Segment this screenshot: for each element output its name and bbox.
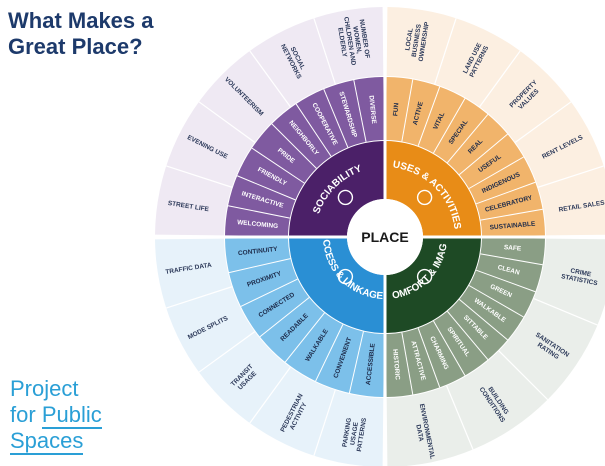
- attribute-label: ACCESSIBLE: [365, 342, 377, 385]
- attribute-divider: [284, 312, 325, 363]
- attribute-divider: [271, 123, 317, 169]
- key-band-comfort: [385, 237, 481, 333]
- key-icon-uses: [416, 189, 433, 206]
- attribute-label: SAFE: [504, 244, 523, 253]
- attribute-divider: [458, 133, 508, 176]
- attribute-label: FUN: [392, 102, 400, 116]
- page-title: What Makes a Great Place?: [8, 8, 208, 60]
- attribute-label: SUSTAINABLE: [489, 221, 536, 232]
- measurement-divider: [537, 165, 604, 188]
- key-icon-sociability: [337, 189, 354, 206]
- measurement-band-comfort: [386, 238, 605, 466]
- attribute-divider: [458, 298, 508, 341]
- measurement-divider: [249, 50, 291, 108]
- key-icon-comfort: [416, 268, 433, 285]
- attribute-band-comfort: [386, 238, 545, 397]
- logo-word-public: Public: [41, 402, 102, 429]
- measurement-divider: [533, 298, 598, 326]
- attribute-divider: [348, 331, 364, 394]
- measurement-divider: [434, 18, 457, 85]
- attribute-band-uses: [386, 77, 545, 236]
- measurement-divider: [249, 366, 291, 424]
- pps-logo: Project for Public Spaces: [10, 376, 102, 455]
- measurement-band-access: [155, 238, 384, 466]
- attribute-divider: [480, 253, 543, 266]
- attribute-label: DIVERSE: [367, 95, 377, 125]
- measurement-divider: [198, 331, 256, 373]
- attribute-divider: [446, 114, 489, 164]
- quadrant-sociability: WELCOMINGINTERACTIVEFRIENDLYPRIDENEIGHBO…: [155, 7, 385, 237]
- attribute-divider: [480, 208, 543, 221]
- attribute-label: HISTORIC: [391, 349, 401, 381]
- title-line-1: What Makes a: [8, 8, 154, 33]
- attribute-label: CONTINUITY: [238, 246, 279, 257]
- attribute-divider: [417, 86, 441, 147]
- attribute-band-access: [225, 238, 384, 397]
- attribute-divider: [475, 269, 536, 293]
- measurement-band-sociability: [155, 7, 384, 236]
- attribute-divider: [251, 147, 305, 184]
- logo-word-for: for: [10, 402, 36, 427]
- attribute-divider: [468, 285, 524, 318]
- attribute-divider: [227, 205, 290, 219]
- title-line-2: Great Place?: [8, 34, 143, 59]
- logo-line-3: Spaces: [10, 428, 84, 455]
- key-band-sociability: [289, 141, 385, 237]
- attribute-divider: [401, 79, 414, 142]
- attribute-divider: [433, 320, 466, 376]
- measurement-divider: [514, 101, 572, 143]
- logo-line-1: Project: [10, 376, 79, 401]
- attribute-divider: [468, 156, 524, 189]
- key-icon-access: [337, 268, 354, 285]
- attribute-divider: [240, 278, 298, 307]
- attribute-divider: [259, 297, 310, 338]
- measurement-divider: [166, 286, 233, 309]
- measurement-divider: [198, 101, 256, 143]
- key-band-uses: [385, 141, 481, 237]
- attribute-divider: [228, 258, 291, 274]
- center-label: PLACE: [361, 229, 408, 245]
- attribute-divider: [315, 324, 344, 382]
- attribute-divider: [353, 79, 367, 142]
- measurement-divider: [313, 18, 336, 85]
- attribute-divider: [433, 98, 466, 154]
- attribute-divider: [295, 103, 332, 157]
- measurement-divider: [313, 389, 336, 456]
- measurement-label: LOCALBUSINESSOWNERSHIP: [403, 18, 431, 62]
- attribute-label: WELCOMING: [237, 219, 279, 230]
- attribute-divider: [417, 327, 441, 388]
- attribute-divider: [323, 88, 349, 148]
- attribute-divider: [475, 181, 536, 205]
- measurement-divider: [479, 50, 521, 108]
- center-circle: [347, 199, 423, 275]
- attribute-divider: [236, 175, 296, 201]
- attribute-divider: [446, 310, 489, 360]
- measurement-divider: [498, 350, 549, 401]
- attribute-divider: [401, 332, 414, 395]
- key-band-access: [289, 237, 385, 333]
- measurement-divider: [166, 165, 233, 188]
- measurement-divider: [446, 385, 474, 450]
